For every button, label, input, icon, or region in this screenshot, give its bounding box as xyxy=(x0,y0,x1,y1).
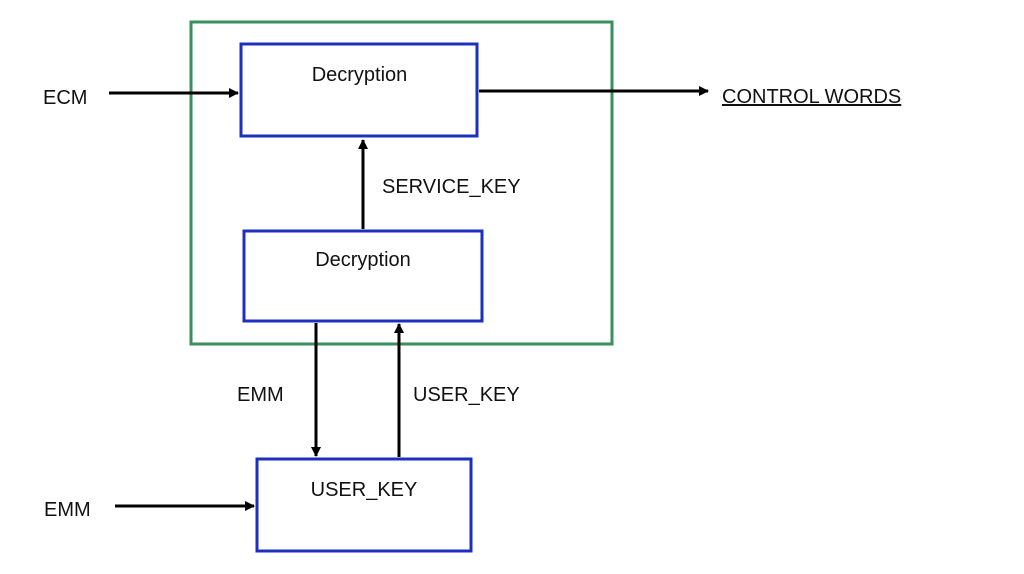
control-words-label: CONTROL WORDS xyxy=(722,86,902,108)
top-decryption-label: Decryption xyxy=(311,64,408,86)
middle-decryption-block xyxy=(242,229,484,323)
top-decryption-block xyxy=(239,42,479,138)
user-key-signal-label: USER_KEY xyxy=(413,384,520,406)
processing-container xyxy=(189,20,614,346)
service-key-label: SERVICE_KEY xyxy=(382,176,521,198)
ecm-input-label: ECM xyxy=(43,87,88,109)
middle-decryption-label: Decryption xyxy=(315,249,411,271)
user-key-block xyxy=(255,457,473,553)
emm-input-label: EMM xyxy=(44,499,91,521)
emm-to-store-label: EMM xyxy=(237,384,284,406)
user-key-block-label: USER_KEY xyxy=(310,479,418,501)
